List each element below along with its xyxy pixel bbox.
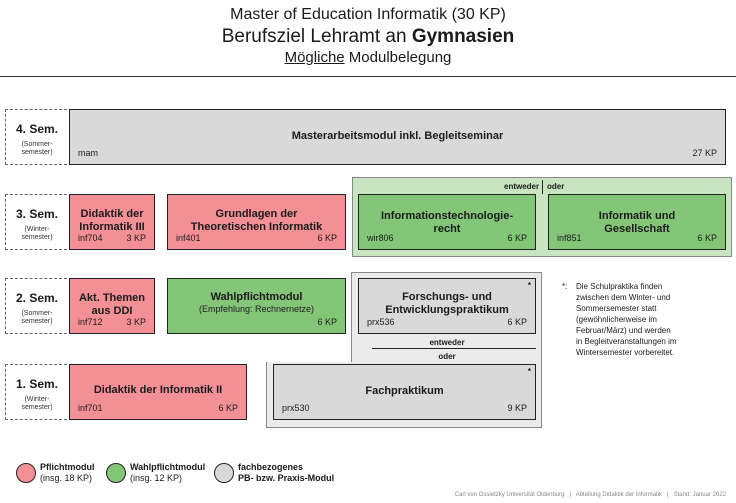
asterisk-prx530: * <box>527 367 531 376</box>
title-line-1: Master of Education Informatik (30 KP) <box>230 6 506 23</box>
note-text: Die Schulpraktika finden zwischen dem Wi… <box>576 282 677 357</box>
semester-2: 2. Sem. (Sommer-semester) <box>5 278 67 334</box>
legend-red-label: Pflichtmodul(insg. 18 KP) <box>40 462 95 483</box>
or-label-praxis: oder <box>438 352 456 361</box>
either-label-praxis: entweder <box>429 338 465 347</box>
footer: Carl von Ossietzky Universität Oldenburg… <box>454 492 726 498</box>
legend-red-swatch <box>16 463 36 483</box>
semester-3: 3. Sem. (Winter-semester) <box>5 194 67 250</box>
semester-4: 4. Sem. (Sommer-semester) <box>5 109 67 165</box>
either-underline <box>372 348 536 349</box>
module-wir806: Informationstechnologie-recht wir806 6 K… <box>358 194 536 250</box>
note-mark: *: <box>562 282 568 291</box>
header-divider <box>0 76 736 77</box>
asterisk-prx536: * <box>527 281 531 290</box>
module-wahlpflicht: Wahlpflichtmodul (Empfehlung: Rechnernet… <box>167 278 346 334</box>
module-inf701: Didaktik der Informatik II inf701 6 KP <box>69 364 247 420</box>
module-mam: Masterarbeitsmodul inkl. Begleitseminar … <box>69 109 726 165</box>
title-line-3: Mögliche Modulbelegung <box>284 49 452 66</box>
either-label-sem3: entweder <box>504 182 540 191</box>
legend-grey-swatch <box>214 463 234 483</box>
choice-divider <box>542 180 543 194</box>
title-line-2: Berufsziel Lehramt an Gymnasien <box>221 26 515 47</box>
semester-1: 1. Sem. (Winter-semester) <box>5 364 67 420</box>
or-label-sem3: oder <box>547 182 565 191</box>
legend-green-label: Wahlpflichtmodul(insg. 12 KP) <box>130 462 206 483</box>
legend-green-swatch <box>106 463 126 483</box>
module-prx530: * Fachpraktikum prx530 9 KP <box>273 364 536 420</box>
choice-group-joint <box>352 361 541 364</box>
